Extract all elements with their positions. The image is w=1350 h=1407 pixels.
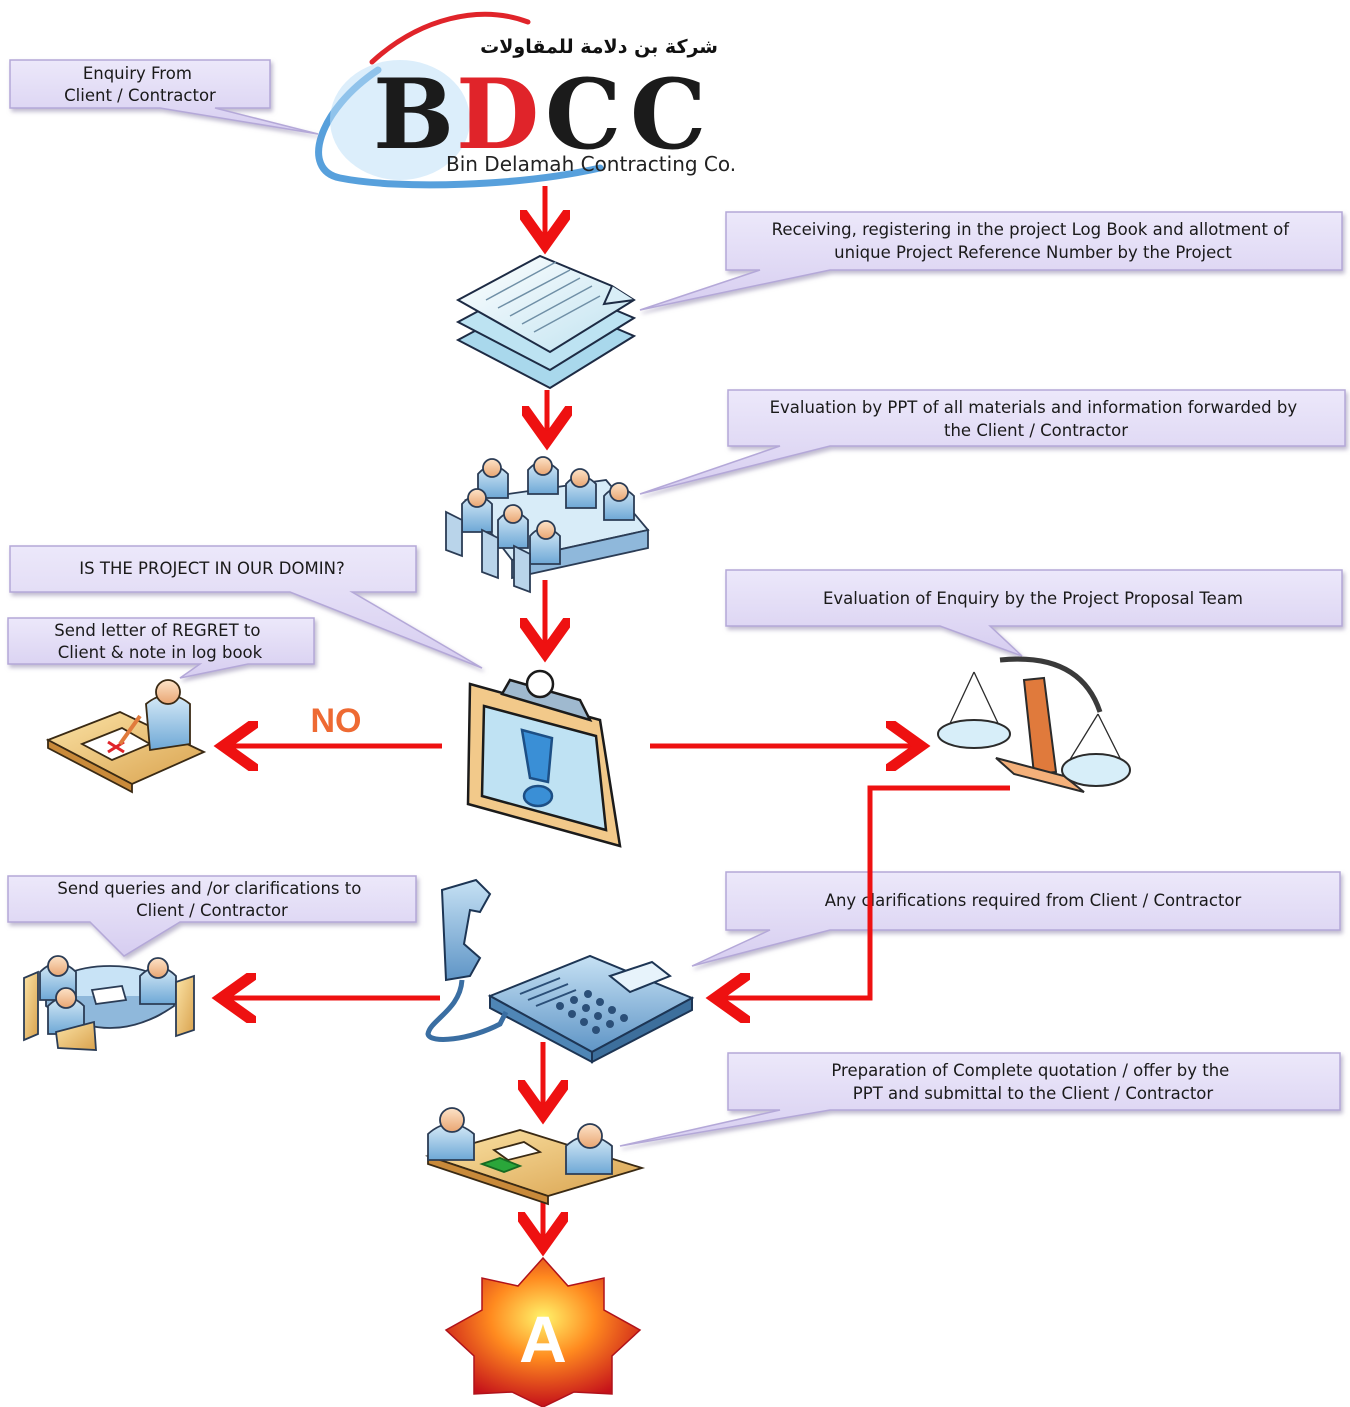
callout-regret-line1: Send letter of REGRET to (54, 621, 260, 640)
logo-company-name: Bin Delamah Contracting Co. (446, 152, 736, 176)
svg-text:Any clarifications required fr: Any clarifications required from Client … (825, 891, 1242, 910)
callout-receiving (639, 211, 1343, 311)
svg-text:IS THE PROJECT IN OUR DOMIN?: IS THE PROJECT IN OUR DOMIN? (79, 559, 344, 578)
logo-arabic-name: شركة بن دلامة للمقاولات (480, 36, 718, 58)
connector-letter: A (519, 1302, 567, 1376)
callout-receiving-line2: unique Project Reference Number by the P… (834, 243, 1232, 262)
arrow-scales-to-phone (720, 785, 1010, 998)
callout-enquiry-line1: Enquiry From (83, 64, 192, 83)
callout-regret-line2: Client & note in log book (58, 643, 263, 662)
round-table-icon (23, 955, 195, 1051)
callout-domain-question-line1: IS THE PROJECT IN OUR DOMIN? (79, 559, 344, 578)
callout-enquiry-line2: Client / Contractor (64, 86, 216, 105)
callout-clarifications (691, 871, 1341, 967)
svg-text:Send letter of REGRET to C: Send letter of REGRET to Client & note i… (54, 621, 266, 662)
documents-icon (455, 254, 637, 390)
callout-evaluation-ppt (639, 389, 1346, 495)
scales-icon (937, 656, 1131, 793)
callout-evaluation-enquiry (725, 569, 1343, 657)
svg-text:Evaluation of Enquiry by the P: Evaluation of Enquiry by the Project Pro… (823, 589, 1243, 608)
logo-letter-c2: C (630, 58, 706, 171)
star-connector-icon: A (444, 1256, 642, 1407)
svg-text:Preparation of Complete quotat: Preparation of Complete quotation / offe… (831, 1061, 1234, 1103)
flow-arrows (226, 186, 1010, 1242)
callout-regret (7, 617, 315, 679)
callout-clarifications-line1: Any clarifications required from Client … (825, 891, 1242, 910)
callout-queries-line2: Client / Contractor (136, 901, 288, 920)
svg-text:Enquiry From Client / Cont: Enquiry From Client / Contractor (64, 64, 216, 105)
callout-evaluation-ppt-line1: Evaluation by PPT of all materials and i… (770, 398, 1298, 417)
callout-enquiry (9, 59, 319, 135)
logo-letter-d: D (456, 58, 539, 171)
svg-text:Receiving, registering in the: Receiving, registering in the project Lo… (772, 220, 1295, 262)
callout-preparation (619, 1052, 1341, 1147)
company-logo: شركة بن دلامة للمقاولات B D C C Bin Dela… (315, 11, 736, 189)
no-label: NO (311, 702, 362, 740)
callout-preparation-line1: Preparation of Complete quotation / offe… (831, 1061, 1229, 1080)
clipboard-exclamation-icon (466, 669, 622, 848)
callout-domain-question (9, 545, 483, 669)
meeting-table-icon (445, 456, 650, 594)
callout-preparation-line2: PPT and submittal to the Client / Contra… (853, 1084, 1214, 1103)
logo-letter-c1: C (545, 58, 621, 171)
telephone-icon (425, 878, 695, 1064)
svg-text:Evaluation by PPT of all mater: Evaluation by PPT of all materials and i… (770, 398, 1303, 440)
svg-text:Send queries and /or clarifica: Send queries and /or clarifications to C… (57, 879, 366, 920)
callout-queries (7, 875, 417, 957)
handshake-desk-icon (424, 1107, 646, 1206)
callout-evaluation-enquiry-line1: Evaluation of Enquiry by the Project Pro… (823, 589, 1243, 608)
logo-red-swoosh (369, 11, 531, 65)
callout-receiving-line1: Receiving, registering in the project Lo… (772, 220, 1291, 239)
writing-desk-icon (45, 679, 207, 794)
callout-queries-line1: Send queries and /or clarifications to (57, 879, 361, 898)
logo-letter-b: B (373, 58, 454, 171)
callout-evaluation-ppt-line2: the Client / Contractor (944, 421, 1128, 440)
